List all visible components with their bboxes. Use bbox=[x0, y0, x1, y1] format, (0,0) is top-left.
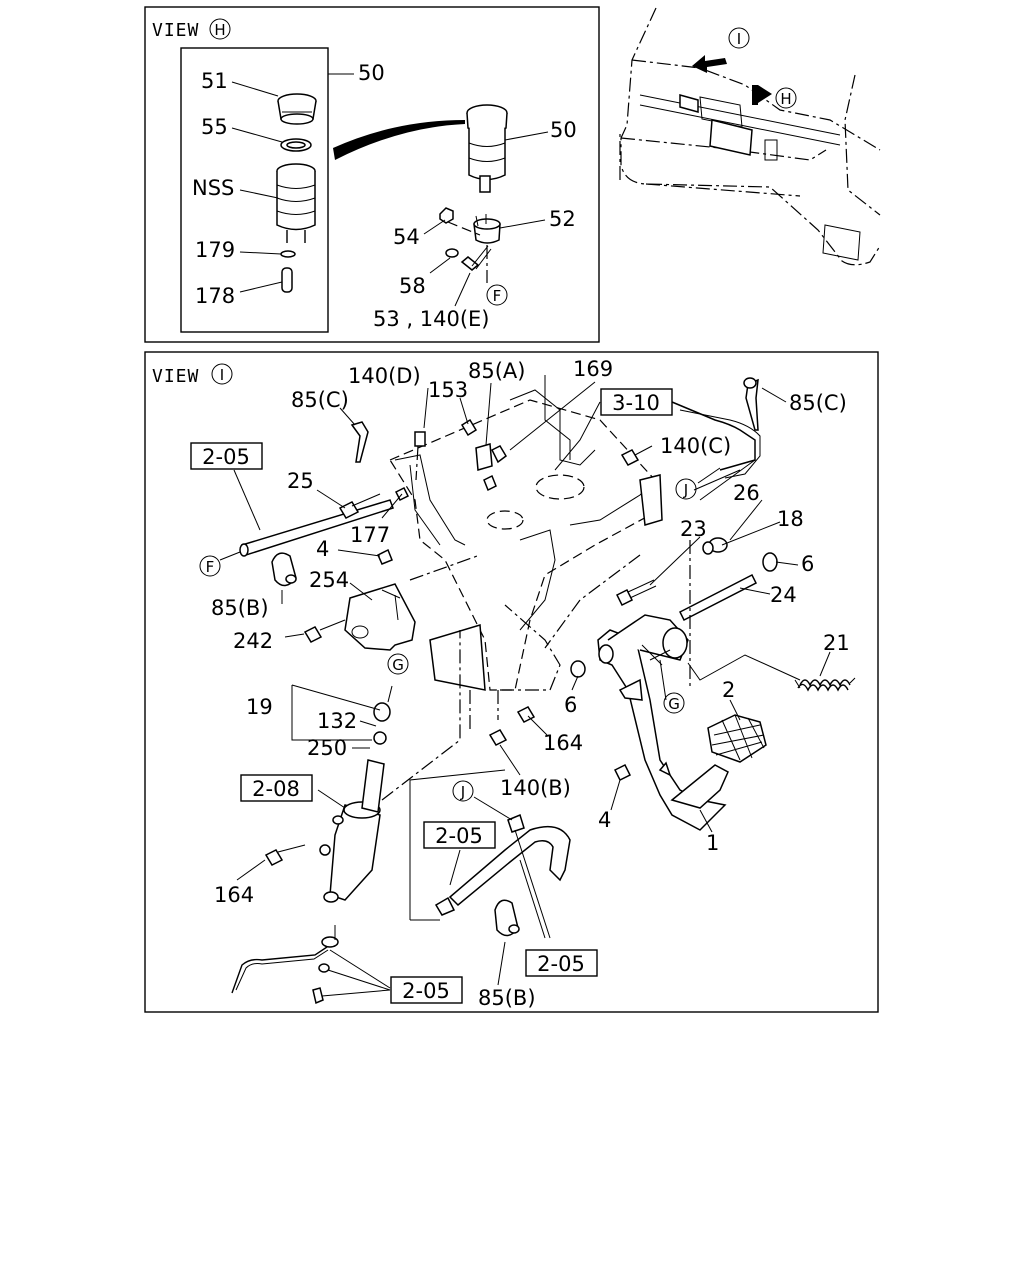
spring-21 bbox=[794, 677, 856, 692]
box-2-05-left: 2-05 bbox=[190, 442, 263, 470]
view-i-marker: I bbox=[220, 366, 224, 384]
label-179: 179 bbox=[195, 238, 235, 262]
label-140d: 140(D) bbox=[348, 364, 421, 388]
view-h-marker: H bbox=[214, 21, 225, 39]
label-164-low: 164 bbox=[214, 883, 254, 907]
label-58: 58 bbox=[399, 274, 426, 298]
label-250: 250 bbox=[307, 736, 347, 760]
bracket-52 bbox=[473, 214, 501, 244]
seal-55 bbox=[280, 138, 312, 152]
label-54: 54 bbox=[393, 225, 420, 249]
label-51: 51 bbox=[201, 69, 228, 93]
label-85c-left: 85(C) bbox=[291, 388, 349, 412]
nut-54 bbox=[439, 207, 454, 224]
label-25: 25 bbox=[287, 469, 314, 493]
label-242: 242 bbox=[233, 629, 273, 653]
view-i-panel: VIEW I bbox=[144, 351, 879, 1013]
svg-text:2-05: 2-05 bbox=[202, 445, 250, 469]
bolt-53 bbox=[460, 245, 492, 271]
label-26: 26 bbox=[733, 481, 760, 505]
label-85b-left: 85(B) bbox=[211, 596, 269, 620]
label-140b: 140(B) bbox=[500, 776, 571, 800]
label-178: 178 bbox=[195, 284, 235, 308]
label-4-low: 4 bbox=[598, 808, 611, 832]
clip-85b-low bbox=[494, 899, 520, 937]
label-50: 50 bbox=[550, 118, 577, 142]
label-6-right: 6 bbox=[801, 552, 814, 576]
view-h-panel: VIEW H bbox=[144, 6, 600, 343]
transition-arrow bbox=[333, 120, 465, 160]
label-1: 1 bbox=[706, 831, 719, 855]
label-2: 2 bbox=[722, 678, 735, 702]
ref-f-upper: F bbox=[493, 287, 502, 305]
svg-text:3-10: 3-10 bbox=[612, 391, 660, 415]
label-132: 132 bbox=[317, 709, 357, 733]
label-53-140e: 53 , 140(E) bbox=[373, 307, 489, 331]
label-85a: 85(A) bbox=[468, 359, 525, 383]
arrow-view-i bbox=[692, 55, 727, 73]
label-19: 19 bbox=[246, 695, 273, 719]
label-177: 177 bbox=[350, 523, 390, 547]
label-85c-right: 85(C) bbox=[789, 391, 847, 415]
ref-f-circle bbox=[486, 284, 508, 306]
kit-box bbox=[180, 47, 329, 333]
hose-middle bbox=[409, 769, 571, 921]
label-85b-low: 85(B) bbox=[478, 986, 536, 1010]
label-50-kit: 50 bbox=[358, 61, 385, 85]
box-2-05-right: 2-05 bbox=[525, 949, 598, 977]
box-2-08: 2-08 bbox=[240, 774, 313, 802]
box-2-05-bottom: 2-05 bbox=[390, 976, 463, 1004]
ref-j-lower: J bbox=[460, 783, 465, 801]
label-18: 18 bbox=[777, 507, 804, 531]
ref-g-left: G bbox=[392, 656, 404, 674]
leader-lines bbox=[236, 381, 831, 997]
cap-51 bbox=[277, 93, 317, 125]
label-153: 153 bbox=[428, 378, 468, 402]
shaft-24 bbox=[678, 573, 758, 622]
view-i-title: VIEW bbox=[152, 366, 199, 387]
view-h-frame bbox=[144, 6, 600, 343]
ref-f-lower: F bbox=[206, 558, 215, 576]
label-164-mid: 164 bbox=[543, 731, 583, 755]
label-169: 169 bbox=[573, 357, 613, 381]
clip-179 bbox=[280, 250, 296, 258]
label-55: 55 bbox=[201, 115, 228, 139]
overview-marker-i: I bbox=[737, 30, 741, 48]
washer-58 bbox=[445, 248, 459, 258]
bracket-254 bbox=[344, 583, 416, 651]
label-24: 24 bbox=[770, 583, 797, 607]
arrow-view-h bbox=[752, 85, 772, 105]
label-140c: 140(C) bbox=[660, 434, 731, 458]
label-4-top: 4 bbox=[316, 537, 329, 561]
pedal-pad-2 bbox=[707, 714, 767, 763]
hose-178 bbox=[281, 267, 293, 293]
box-3-10: 3-10 bbox=[600, 388, 673, 416]
svg-text:2-05: 2-05 bbox=[537, 952, 585, 976]
view-i-frame bbox=[144, 351, 879, 1013]
ref-j-upper: J bbox=[683, 481, 688, 499]
view-h-marker-circle bbox=[209, 18, 231, 40]
view-h-title: VIEW bbox=[152, 20, 199, 41]
label-nss: NSS bbox=[192, 176, 234, 200]
cab-overview: I H bbox=[619, 7, 881, 266]
pedal-bracket bbox=[389, 375, 663, 691]
svg-text:2-05: 2-05 bbox=[435, 824, 483, 848]
brake-pipe bbox=[231, 925, 339, 1005]
reservoir-assembled-50 bbox=[466, 104, 508, 193]
label-254: 254 bbox=[309, 568, 349, 592]
box-2-05-mid: 2-05 bbox=[423, 821, 496, 849]
label-6-mid: 6 bbox=[564, 693, 577, 717]
label-23: 23 bbox=[680, 517, 707, 541]
ref-g-right: G bbox=[668, 695, 680, 713]
label-52: 52 bbox=[549, 207, 576, 231]
clutch-pedal bbox=[597, 614, 729, 831]
clip-85b-left bbox=[271, 552, 297, 587]
reservoir-nss bbox=[276, 163, 316, 243]
master-cylinder bbox=[319, 630, 461, 903]
label-21: 21 bbox=[823, 631, 850, 655]
svg-text:2-08: 2-08 bbox=[252, 777, 300, 801]
svg-text:2-05: 2-05 bbox=[402, 979, 450, 1003]
overview-marker-h: H bbox=[780, 90, 791, 108]
